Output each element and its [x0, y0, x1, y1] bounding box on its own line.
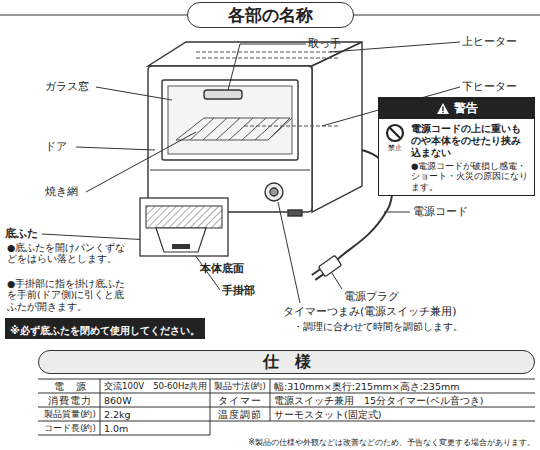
title-band: 各部の名称 [187, 2, 354, 28]
warning-body: 禁止電源コードの上に重いものや本体をのせたり挟み込まない●電源コードが破損し感電… [379, 119, 534, 195]
warning-main: 電源コードの上に重いものや本体をのせたり挟み込まない [411, 123, 530, 159]
part-label: 電源プラグ [344, 290, 399, 303]
note-text: ●手掛部に指を掛け底ふたを手前(ドア側)に引くと底ふたが開きます。 [7, 278, 129, 312]
table-header-cell: 温度調節 [212, 409, 268, 420]
part-label: 本体底面 [200, 262, 244, 275]
prohibit-icon [385, 123, 405, 143]
table-header-cell: コード長(約) [40, 423, 100, 433]
toaster-body [148, 42, 362, 216]
prohibit-column: 禁止 [383, 123, 407, 193]
table-cell: 電源スイッチ兼用 15分タイマー(ベル音つき) [274, 395, 532, 406]
table-cell: 1.0m [104, 423, 208, 434]
warning-triangle [436, 102, 450, 115]
table-cell: 交流100V 50-60Hz共用 [104, 381, 208, 391]
part-label: 手掛部 [222, 284, 255, 297]
spec-table-grid [38, 379, 535, 435]
caution-text: ※必ず底ふたを閉めて使用してください。 [10, 325, 200, 336]
warning-note: ●電源コードが破損し感電・ショート・火災の原因になります。 [411, 161, 530, 193]
part-label: 下ヒーター [462, 80, 517, 93]
table-header-cell: 電 源 [40, 381, 100, 392]
part-label: 焼き網 [45, 185, 78, 198]
title-text: 各部の名称 [228, 4, 313, 27]
table-cell: サーモスタット(固定式) [274, 409, 532, 420]
power-plug [310, 255, 341, 282]
part-label: 上ヒーター [462, 35, 517, 48]
table-header-cell: 消費電力 [40, 395, 100, 406]
caution-box: ※必ず底ふたを閉めて使用してください。 [5, 318, 205, 339]
footnote: ※製品の仕様や外観などは改善などのため、予告なく変更する場合があります。 [248, 438, 535, 448]
table-cell: 860W [104, 395, 208, 406]
part-label: ドア [45, 140, 67, 153]
table-cell: 2.2kg [104, 409, 208, 420]
spec-title: 仕 様 [263, 352, 311, 373]
part-label: 底ふた [5, 227, 38, 240]
table-header-cell: 製品質量(約) [40, 409, 100, 419]
warning-text: 電源コードの上に重いものや本体をのせたり挟み込まない●電源コードが破損し感電・シ… [407, 123, 530, 193]
table-header-cell: タイマー [212, 395, 268, 406]
note-text: ・調理に合わせて時間を調節します。 [293, 321, 463, 333]
part-label: タイマーつまみ(電源スイッチ兼用) [283, 305, 457, 318]
note-text: ●底ふたを開けパンくずなどをはらい落とします。 [7, 242, 129, 265]
table-cell: 幅:310mm×奥行:215mm×高さ:235mm [274, 381, 532, 392]
part-label: ガラス窓 [45, 80, 89, 93]
part-label: 電源コード [413, 205, 468, 218]
bottom-inset [140, 198, 228, 256]
warning-box: 警告禁止電源コードの上に重いものや本体をのせたり挟み込まない●電源コードが破損し… [378, 97, 535, 196]
part-label: 取っ手 [308, 37, 341, 50]
table-header-cell: 製品寸法(約) [212, 381, 268, 391]
warning-header: 警告 [379, 98, 534, 119]
prohibit-label: 禁止 [388, 143, 402, 153]
heater-and-rack [176, 52, 340, 140]
spec-band: 仕 様 [38, 350, 535, 374]
warning-title: 警告 [454, 100, 478, 117]
